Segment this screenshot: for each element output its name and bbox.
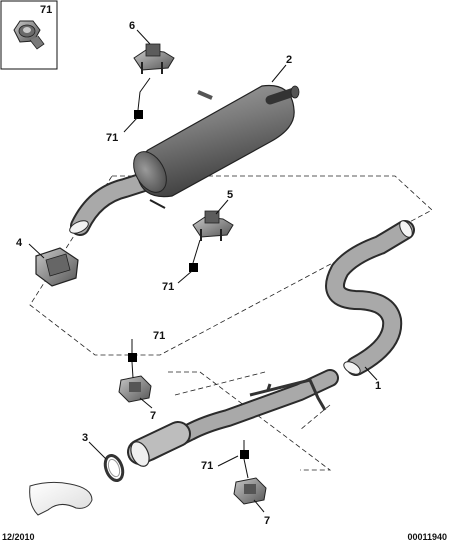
intermediate-pipe xyxy=(325,220,415,376)
callout-71: 71 xyxy=(162,281,174,293)
callout-3: 3 xyxy=(82,432,88,444)
callout-2: 2 xyxy=(286,54,292,66)
engine-side-pipe xyxy=(29,481,93,516)
callout-7: 7 xyxy=(264,515,270,527)
callout-1: 1 xyxy=(375,380,381,392)
leader-lines xyxy=(28,29,378,513)
callout-71: 71 xyxy=(201,460,213,472)
callout-6: 6 xyxy=(129,20,135,32)
rubber-hanger-icon xyxy=(118,375,152,403)
callout-5: 5 xyxy=(227,189,233,201)
footer-date: 12/2010 xyxy=(2,532,35,542)
marker-square-icon xyxy=(128,353,137,362)
marker-square-icon xyxy=(189,263,198,272)
rear-silencer-assembly xyxy=(69,84,300,236)
callout-71-inset: 71 xyxy=(40,4,52,16)
assembly-outline xyxy=(29,175,433,471)
rubber-hanger-icon xyxy=(35,247,79,287)
mounting-clamp-icon xyxy=(133,43,175,74)
footer-reference: 00011940 xyxy=(407,532,447,542)
rubber-hanger-icon xyxy=(233,477,267,505)
callout-71: 71 xyxy=(153,330,165,342)
callout-7: 7 xyxy=(150,410,156,422)
front-pipe xyxy=(127,369,339,467)
inset-nut-box: 71 xyxy=(0,0,58,70)
nut-icon xyxy=(13,20,45,50)
callout-71: 71 xyxy=(106,132,118,144)
mounting-clamp-icon xyxy=(192,210,234,241)
callout-4: 4 xyxy=(16,237,23,249)
sealing-ring-icon xyxy=(103,453,125,483)
marker-square-icon xyxy=(240,450,249,459)
marker-square-icon xyxy=(134,110,143,119)
